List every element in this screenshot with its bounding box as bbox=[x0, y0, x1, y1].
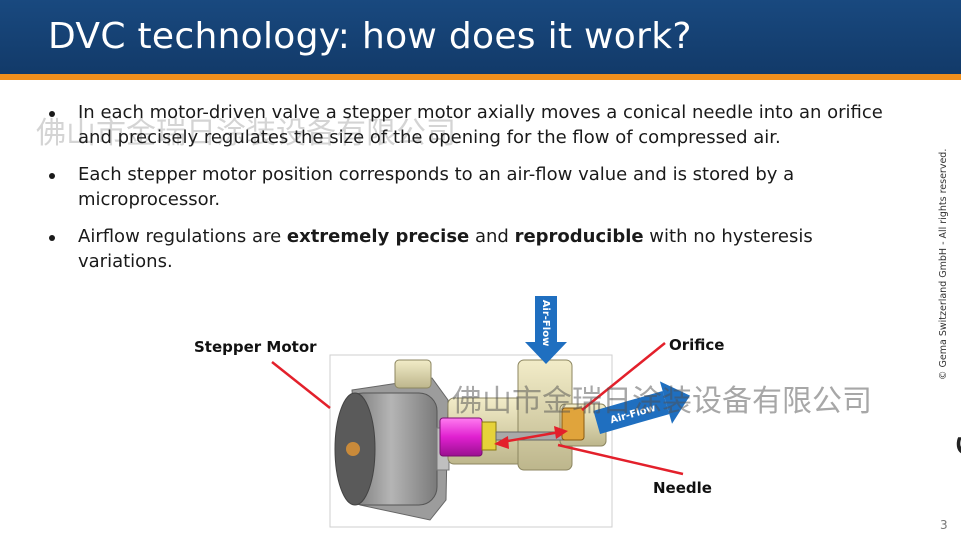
bullet-text-mid: and bbox=[469, 226, 515, 247]
bullet-dot bbox=[49, 111, 55, 117]
stepper-motor-pointer bbox=[271, 361, 331, 409]
spring bbox=[481, 421, 497, 451]
air-flow-in-arrow bbox=[525, 296, 567, 364]
bullet-item: Each stepper motor position corresponds … bbox=[45, 162, 905, 212]
needle-drive-section bbox=[439, 417, 483, 457]
bullet-text: In each motor-driven valve a stepper mot… bbox=[78, 102, 883, 148]
bullet-emphasis-precise: extremely precise bbox=[286, 226, 470, 247]
needle-motion-arrow bbox=[494, 426, 568, 449]
orifice-label: Orifice bbox=[669, 336, 725, 354]
bullet-text: Each stepper motor position corresponds … bbox=[78, 164, 795, 210]
bullet-item: In each motor-driven valve a stepper mot… bbox=[45, 100, 905, 150]
needle-pointer bbox=[557, 443, 684, 476]
title-accent-stripe bbox=[0, 74, 961, 80]
bullet-emphasis-reproducible: reproducible bbox=[514, 226, 644, 247]
orifice-insert bbox=[561, 407, 585, 441]
bullet-text-pre: Airflow regulations are bbox=[78, 226, 287, 247]
air-flow-in-label: Air-Flow bbox=[540, 300, 551, 347]
bullet-dot bbox=[49, 173, 55, 179]
bullet-list: In each motor-driven valve a stepper mot… bbox=[45, 100, 905, 286]
stepper-motor-body bbox=[334, 392, 438, 506]
bullet-text-post: with no hysteresis variations. bbox=[78, 226, 813, 272]
title-bar: DVC technology: how does it work? bbox=[0, 0, 961, 74]
orifice-pointer bbox=[581, 342, 666, 411]
gema-logo: Gema bbox=[953, 372, 961, 456]
bullet-dot bbox=[49, 235, 55, 241]
needle-label: Needle bbox=[653, 479, 712, 497]
bullet-item: Airflow regulations are extremely precis… bbox=[45, 224, 905, 274]
air-flow-out-arrow: Air-Flow bbox=[593, 381, 690, 434]
page-number: 3 bbox=[940, 518, 948, 532]
stepper-motor-label: Stepper Motor bbox=[194, 338, 317, 356]
copyright-notice: © Gema Switzerland GmbH - All rights res… bbox=[938, 148, 949, 380]
slide-title: DVC technology: how does it work? bbox=[48, 16, 692, 57]
